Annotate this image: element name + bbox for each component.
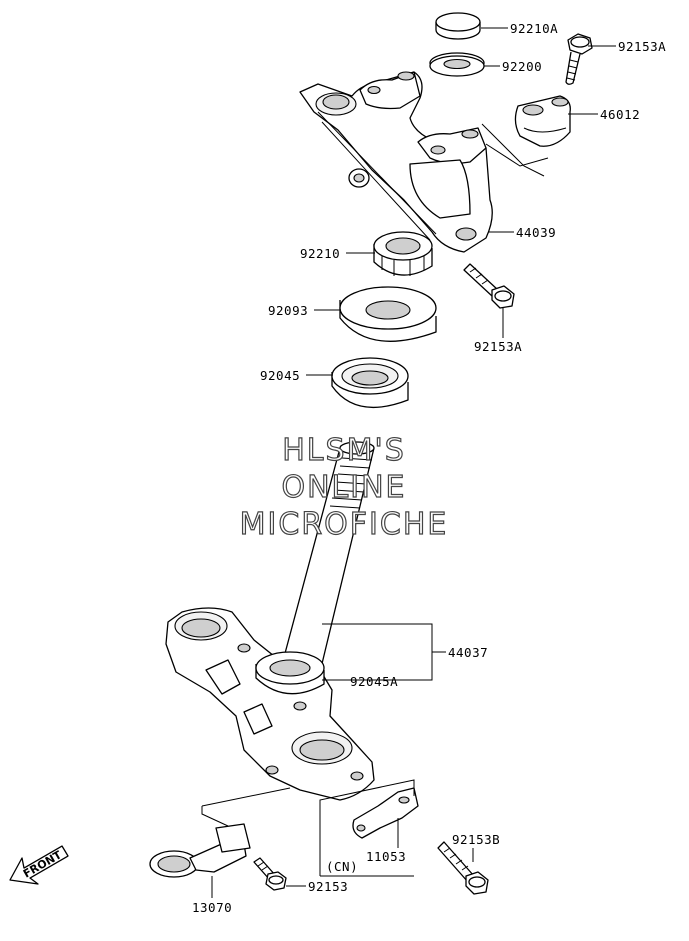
label-92153A-mid: 92153A <box>474 339 522 354</box>
cap-92210A <box>435 12 481 40</box>
upper-clamp-44039 <box>299 71 493 253</box>
label-92093: 92093 <box>268 303 308 318</box>
nut-92210 <box>373 231 433 276</box>
bolt-92153B <box>437 841 489 895</box>
label-44039: 44039 <box>516 225 556 240</box>
bolt-92153A-top <box>565 33 593 85</box>
lower-clamp <box>165 607 375 801</box>
label-92210: 92210 <box>300 246 340 261</box>
label-92153A-top: 92153A <box>618 39 666 54</box>
holder-46012 <box>514 95 571 147</box>
label-44037: 44037 <box>448 645 488 660</box>
label-92045A: 92045A <box>350 674 398 689</box>
label-92153B: 92153B <box>452 832 500 847</box>
bolt-92153A-mid <box>463 263 515 309</box>
seal-92093 <box>339 286 437 342</box>
label-92045: 92045 <box>260 368 300 383</box>
bearing-92045A <box>255 651 325 695</box>
label-92210A: 92210A <box>510 21 558 36</box>
label-92153: 92153 <box>308 879 348 894</box>
label-13070: 13070 <box>192 900 232 915</box>
watermark-line2: ONLINE <box>281 470 406 505</box>
watermark: HLSM'S ONLINE MICROFICHE <box>239 432 449 542</box>
watermark-line3: MICROFICHE <box>240 507 449 542</box>
clamp-13070 <box>149 823 251 878</box>
bolt-92153 <box>253 857 287 891</box>
label-11053: 11053 <box>366 849 406 864</box>
watermark-line1: HLSM'S <box>282 433 406 468</box>
washer-92200 <box>429 52 485 77</box>
label-46012: 46012 <box>600 107 640 122</box>
bracket-11053 <box>352 787 419 839</box>
leader-lines <box>201 27 616 898</box>
bearing-92045 <box>331 357 409 409</box>
label-92200: 92200 <box>502 59 542 74</box>
front-label: FRONT <box>21 848 64 881</box>
front-arrow-icon: FRONT <box>9 845 69 885</box>
label-cn: (CN) <box>326 859 358 874</box>
